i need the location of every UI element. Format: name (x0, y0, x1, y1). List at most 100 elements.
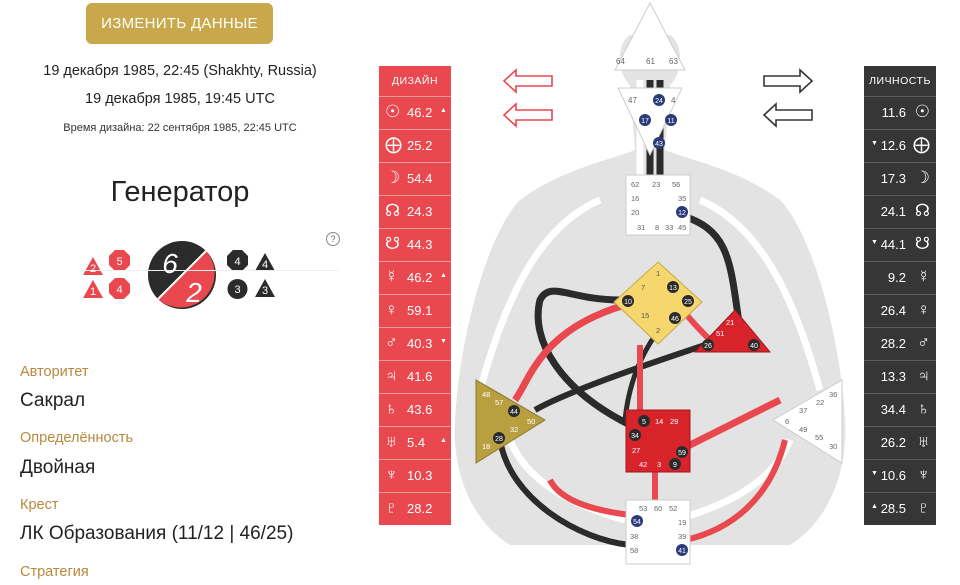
edit-data-button[interactable]: ИЗМЕНИТЬ ДАННЫЕ (86, 3, 273, 44)
design-row[interactable]: ♆10.3 (379, 459, 451, 492)
definition-value: Двойная (20, 457, 96, 478)
uranus-icon: ♅ (385, 432, 398, 451)
gate-label: 61 (646, 57, 655, 66)
north-node-icon: ☊ (914, 201, 930, 220)
design-row[interactable]: ♂40.3▼ (379, 327, 451, 360)
personality-value: 17.3 (880, 171, 906, 186)
gate-label: 25 (684, 299, 692, 306)
arrow-left-icon (762, 102, 813, 128)
personality-row[interactable]: ♇28.5▲ (864, 492, 936, 525)
personality-row[interactable]: ♀26.4 (864, 294, 936, 327)
personality-value: 26.2 (880, 435, 906, 450)
gate-label: 49 (799, 425, 807, 434)
design-value: 46.2 (407, 105, 433, 120)
channel (698, 196, 824, 391)
gate-label: 13 (669, 285, 677, 292)
design-row[interactable]: ☽ 54.4 (379, 162, 451, 195)
personality-badge-text: 4 (262, 259, 268, 271)
authority-label: Авторитет (20, 364, 89, 380)
design-row[interactable]: ☋44.3 (379, 228, 451, 261)
gate-label: 59 (678, 450, 686, 457)
design-row[interactable]: ♅5.4▲ (379, 426, 451, 459)
earth-icon: ⨁ (913, 135, 930, 154)
personality-row[interactable]: ☉ 11.6 (864, 96, 936, 129)
moon-icon: ☽ (385, 168, 401, 187)
circle-icon (227, 279, 248, 299)
gate-label: 64 (616, 57, 625, 66)
sun-icon: ☉ (914, 102, 930, 121)
personality-row[interactable]: ☊ 24.1 (864, 195, 936, 228)
design-value: 41.6 (407, 369, 433, 384)
gate-label: 60 (654, 504, 662, 513)
personality-value: 13.3 (880, 369, 906, 384)
uranus-icon: ♅ (917, 432, 930, 451)
ajna-center: 47 24 4 17 11 43 (617, 87, 683, 157)
design-value: 25.2 (407, 138, 433, 153)
design-row[interactable]: ☊24.3 (379, 195, 451, 228)
jupiter-icon: ♃ (917, 366, 930, 385)
design-column: ДИЗАЙН ☉46.2▲⨁25.2☽54.4☊24.3☋44.3☿46.2▲♀… (379, 66, 451, 525)
north-node-icon: ☊ (385, 201, 401, 220)
design-value: 54.4 (407, 171, 433, 186)
gate-label: 38 (630, 532, 638, 541)
personality-badge: 3 (227, 279, 248, 299)
personality-row[interactable]: ⨁12.6▼ (864, 129, 936, 162)
cross-label: Крест (20, 497, 59, 513)
design-value: 28.2 (407, 501, 433, 516)
bodygraph: 64 61 63 47 24 4 17 11 43 62 23 56 16 35… (454, 1, 846, 565)
gate-label: 10 (624, 299, 632, 306)
saturn-icon: ♄ (385, 399, 398, 418)
head-center: 64 61 63 (614, 1, 686, 71)
gate-label: 35 (678, 194, 686, 203)
personality-row[interactable]: ☿9.2 (864, 261, 936, 294)
sun-icon: ☉ (385, 102, 401, 121)
personality-value: 11.6 (881, 105, 906, 120)
ego-center: 21 51 26 40 (693, 309, 772, 353)
personality-row[interactable]: ♆10.6▼ (864, 459, 936, 492)
gate-label: 48 (482, 390, 490, 399)
personality-value: 24.1 (880, 204, 906, 219)
gate-label: 21 (726, 318, 734, 327)
personality-row[interactable]: ♄34.4 (864, 393, 936, 426)
gate-label: 57 (495, 398, 503, 407)
channel (476, 196, 602, 391)
direction-icon: ▲ (440, 272, 447, 279)
personality-value: 26.4 (880, 303, 906, 318)
design-row[interactable]: ☉46.2▲ (379, 96, 451, 129)
personality-value: 10.6 (880, 468, 906, 483)
channel (547, 478, 631, 518)
jupiter-icon: ♃ (385, 366, 398, 385)
design-badge-text: 5 (116, 256, 122, 268)
authority-value: Сакрал (20, 390, 86, 411)
design-badge: 4 (109, 278, 130, 299)
help-icon[interactable]: ? (326, 232, 340, 246)
gate-label: 40 (750, 343, 758, 350)
saturn-icon: ♄ (917, 399, 930, 418)
gate-label: 2 (656, 326, 660, 335)
gate-label: 24 (655, 98, 663, 105)
design-row[interactable]: ♀59.1 (379, 294, 451, 327)
personality-row[interactable]: ☋44.1▼ (864, 228, 936, 261)
personality-row[interactable]: ☽17.3 (864, 162, 936, 195)
design-row[interactable]: ♃ 41.6 (379, 360, 451, 393)
channel (678, 211, 744, 331)
gate-label: 32 (510, 425, 518, 434)
gate-label: 47 (628, 96, 637, 105)
design-row[interactable]: ☿46.2▲ (379, 261, 451, 294)
arrow-left-icon (502, 102, 553, 128)
design-time: Время дизайна: 22 сентября 1985, 22:45 U… (63, 122, 297, 134)
gate-label: 31 (637, 223, 645, 232)
design-row[interactable]: ⨁25.2 (379, 129, 451, 162)
personality-row[interactable]: ♃ 13.3 (864, 360, 936, 393)
gate-label: 5 (642, 419, 646, 426)
personality-badge: 4 (227, 250, 248, 271)
personality-row[interactable]: ♅ 26.2 (864, 426, 936, 459)
channel (684, 439, 788, 543)
pluto-icon: ♇ (385, 498, 398, 517)
gate-label: 41 (678, 548, 686, 555)
gate-label: 1 (656, 269, 660, 278)
design-row[interactable]: ♄43.6 (379, 393, 451, 426)
design-row[interactable]: ♇ 28.2 (379, 492, 451, 525)
gate-label: 30 (829, 442, 837, 451)
personality-row[interactable]: ♂28.2 (864, 327, 936, 360)
